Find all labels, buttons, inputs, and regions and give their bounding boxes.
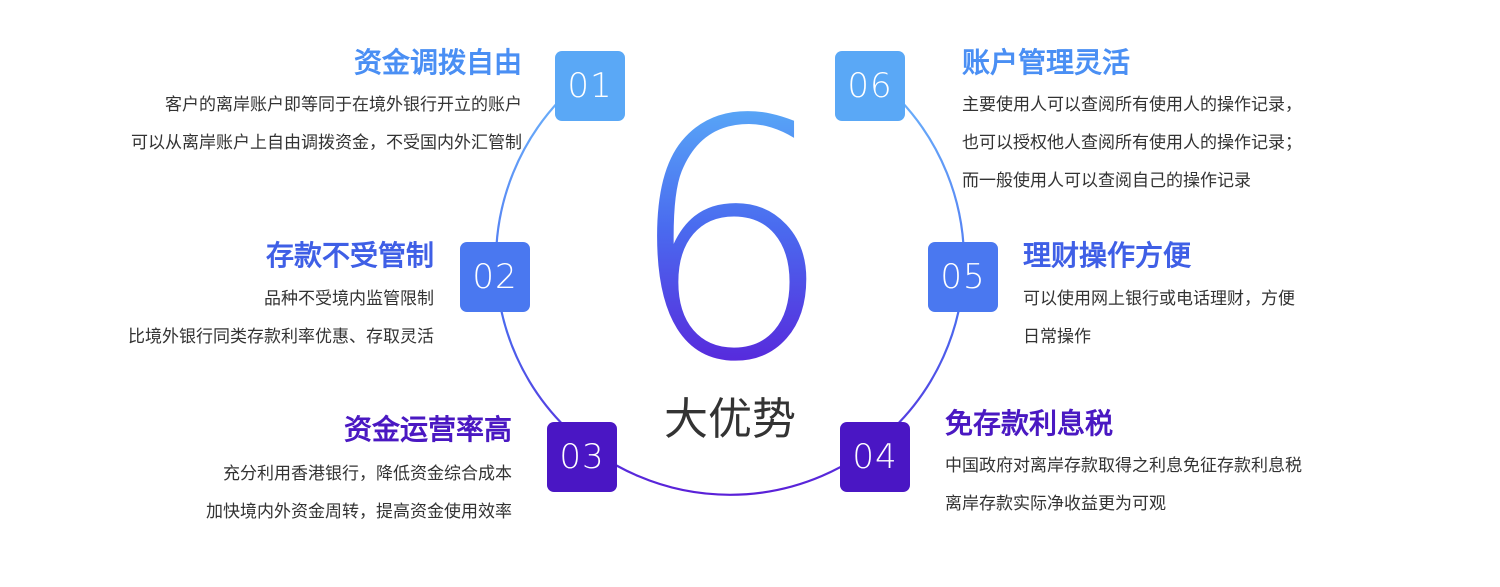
advantage-01-line-1: 客户的离岸账户即等同于在境外银行开立的账户 (165, 95, 522, 115)
advantage-03-line-1: 充分利用香港银行，降低资金综合成本 (223, 464, 512, 484)
advantage-06-title: 账户管理灵活 (962, 46, 1131, 79)
advantage-01-line-2: 可以从离岸账户上自由调拨资金，不受国内外汇管制 (131, 133, 522, 153)
big-number-six: 6 (605, 77, 855, 407)
advantage-03-desc: 充分利用香港银行，降低资金综合成本 加快境内外资金周转，提高资金使用效率 (206, 455, 512, 531)
advantage-02-line-2: 比境外银行同类存款利率优惠、存取灵活 (128, 327, 434, 347)
badge-03: 03 (547, 422, 617, 492)
advantage-06-desc: 主要使用人可以查阅所有使用人的操作记录， 也可以授权他人查阅所有使用人的操作记录… (962, 86, 1302, 200)
advantage-01-desc: 客户的离岸账户即等同于在境外银行开立的账户 可以从离岸账户上自由调拨资金，不受国… (131, 86, 522, 162)
advantage-05-line-1: 可以使用网上银行或电话理财，方便 (1023, 289, 1295, 309)
advantage-04-line-1: 中国政府对离岸存款取得之利息免征存款利息税 (945, 456, 1302, 476)
badge-04: 04 (840, 422, 910, 492)
advantage-01-title: 资金调拨自由 (353, 46, 522, 79)
badge-02: 02 (460, 242, 530, 312)
advantage-06-line-3: 而一般使用人可以查阅自己的操作记录 (962, 171, 1251, 191)
badge-05: 05 (928, 242, 998, 312)
advantage-03-line-2: 加快境内外资金周转，提高资金使用效率 (206, 502, 512, 522)
center-label: 大优势 (664, 394, 796, 445)
advantage-04-line-2: 离岸存款实际净收益更为可观 (945, 494, 1166, 514)
advantage-02-line-1: 品种不受境内监管限制 (264, 289, 434, 309)
advantage-03-title: 资金运营率高 (343, 413, 512, 446)
advantage-05-line-2: 日常操作 (1023, 327, 1091, 347)
advantage-04-title: 免存款利息税 (945, 407, 1114, 440)
advantage-06-line-1: 主要使用人可以查阅所有使用人的操作记录， (962, 95, 1302, 115)
badge-01: 01 (555, 51, 625, 121)
advantage-05-desc: 可以使用网上银行或电话理财，方便 日常操作 (1023, 280, 1295, 356)
advantage-02-desc: 品种不受境内监管限制 比境外银行同类存款利率优惠、存取灵活 (128, 280, 434, 356)
advantage-05-title: 理财操作方便 (1023, 239, 1192, 272)
advantage-06-line-2: 也可以授权他人查阅所有使用人的操作记录； (962, 133, 1302, 153)
advantage-04-desc: 中国政府对离岸存款取得之利息免征存款利息税 离岸存款实际净收益更为可观 (945, 447, 1302, 523)
badge-06: 06 (835, 51, 905, 121)
advantage-02-title: 存款不受管制 (265, 239, 434, 272)
